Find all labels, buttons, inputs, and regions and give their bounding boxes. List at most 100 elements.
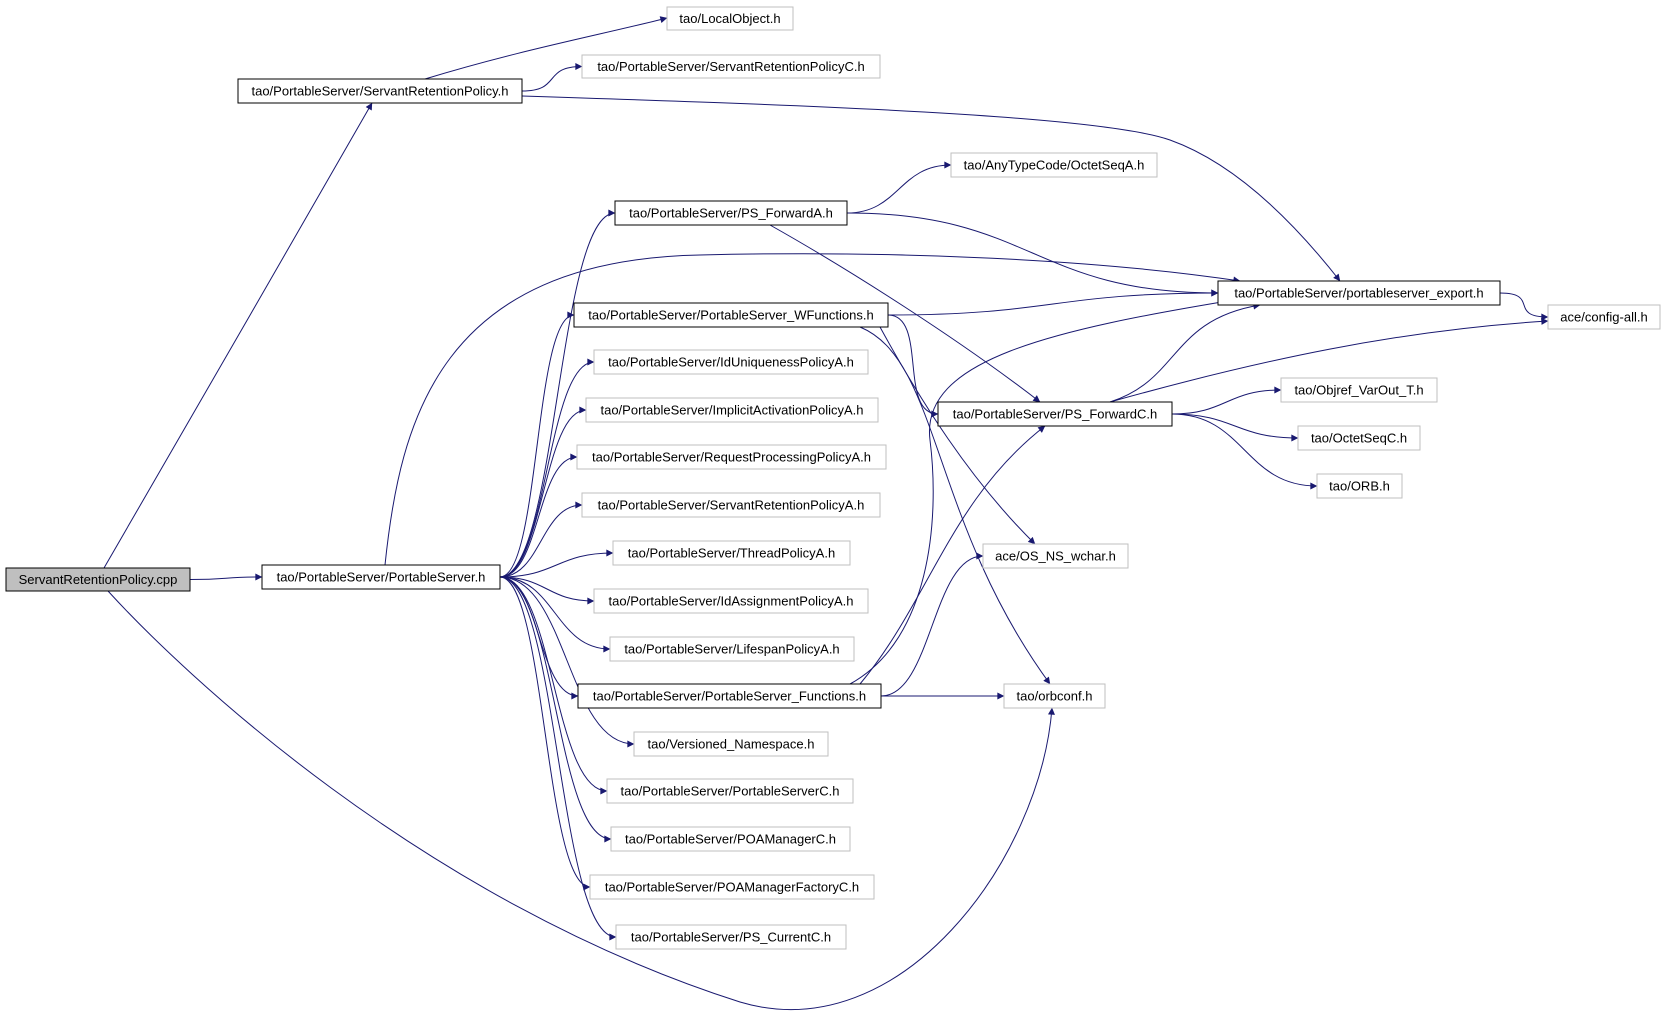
node-versioned[interactable]: tao/Versioned_Namespace.h [633, 731, 829, 757]
edge-psfc-to-orb [1171, 413, 1318, 490]
node-psfun[interactable]: tao/PortableServer/PortableServer_Functi… [577, 683, 882, 709]
node-osns[interactable]: ace/OS_NS_wchar.h [982, 543, 1129, 569]
edge-ps_h-to-pswf [499, 311, 575, 578]
node-poamgr[interactable]: tao/PortableServer/POAManagerC.h [610, 826, 851, 852]
node-label-lifespan: tao/PortableServer/LifespanPolicyA.h [624, 642, 839, 657]
node-label-orbconf: tao/orbconf.h [1017, 689, 1093, 704]
edge-ps_h-to-poamgr [499, 576, 612, 843]
edge-psfc-to-objref [1171, 386, 1282, 415]
edge-ps_h-to-poamgrf [499, 576, 591, 891]
node-label-poamgr: tao/PortableServer/POAManagerC.h [625, 832, 836, 847]
node-orbconf[interactable]: tao/orbconf.h [1003, 683, 1106, 709]
edge-psfc-to-configall [1109, 317, 1549, 403]
node-box-srpa [581, 492, 881, 518]
node-psfa[interactable]: tao/PortableServer/PS_ForwardA.h [614, 200, 848, 226]
node-ps_export[interactable]: tao/PortableServer/portableserver_export… [1217, 280, 1501, 306]
node-label-ps_export: tao/PortableServer/portableserver_export… [1234, 286, 1483, 301]
node-box-psfun [577, 683, 882, 709]
node-iduniq[interactable]: tao/PortableServer/IdUniquenessPolicyA.h [593, 349, 869, 375]
node-configall[interactable]: ace/config-all.h [1547, 304, 1661, 330]
edge-ps_h-to-thread [499, 549, 614, 578]
node-idassign[interactable]: tao/PortableServer/IdAssignmentPolicyA.h [593, 588, 869, 614]
edge-ps_h-to-reqproc [499, 453, 578, 578]
node-box-srpc [581, 54, 881, 79]
edge-psfun-to-psfc [859, 425, 1046, 685]
edge-psfc-to-octetseqc [1171, 413, 1299, 442]
node-label-configall: ace/config-all.h [1560, 310, 1647, 325]
node-box-psc [606, 778, 854, 804]
node-box-thread [612, 540, 851, 566]
node-label-srpa: tao/PortableServer/ServantRetentionPolic… [598, 498, 865, 513]
node-box-reqproc [576, 444, 887, 470]
edge-ps_h-to-iduniq [499, 358, 595, 578]
node-box-orbconf [1003, 683, 1106, 709]
node-box-lifespan [609, 636, 855, 662]
edge-ps_h-to-pscur [499, 576, 617, 941]
edge-psfa-to-octetseqa [846, 161, 952, 214]
node-box-poamgr [610, 826, 851, 852]
node-implact[interactable]: tao/PortableServer/ImplicitActivationPol… [585, 397, 879, 423]
node-box-srp_h [237, 78, 523, 104]
node-ps_h[interactable]: tao/PortableServer/PortableServer.h [261, 564, 501, 590]
node-box-ps_export [1217, 280, 1501, 306]
node-box-src [5, 567, 191, 592]
edge-ps_h-to-implact [499, 406, 587, 578]
node-label-psfc: tao/PortableServer/PS_ForwardC.h [953, 407, 1157, 422]
edge-src-to-ps_h [189, 573, 263, 581]
edge-srp_h-to-ps_export [521, 95, 1341, 282]
node-label-psfa: tao/PortableServer/PS_ForwardA.h [629, 206, 833, 221]
node-label-srp_h: tao/PortableServer/ServantRetentionPolic… [251, 84, 508, 99]
edge-srp_h-to-localobj [424, 16, 668, 80]
node-poamgrf[interactable]: tao/PortableServer/POAManagerFactoryC.h [589, 874, 875, 900]
node-psfc[interactable]: tao/PortableServer/PS_ForwardC.h [937, 401, 1173, 427]
node-objref[interactable]: tao/Objref_VarOut_T.h [1280, 377, 1438, 403]
edge-psfc-to-ps_export [1109, 302, 1261, 403]
node-label-pscur: tao/PortableServer/PS_CurrentC.h [631, 930, 831, 945]
node-label-ps_h: tao/PortableServer/PortableServer.h [277, 570, 486, 585]
edge-src-to-srp_h [103, 102, 373, 569]
node-lifespan[interactable]: tao/PortableServer/LifespanPolicyA.h [609, 636, 855, 662]
node-box-octetseqa [950, 152, 1158, 178]
node-box-implact [585, 397, 879, 423]
node-label-localobj: tao/LocalObject.h [679, 11, 780, 26]
node-src: ServantRetentionPolicy.cpp [5, 567, 191, 592]
node-orb[interactable]: tao/ORB.h [1316, 473, 1403, 499]
edge-psfa-to-psfc [769, 224, 1041, 403]
nodes-layer: ServantRetentionPolicy.cpp tao/PortableSe… [5, 6, 1661, 950]
node-label-pswf: tao/PortableServer/PortableServer_WFunct… [588, 308, 873, 323]
node-label-psfun: tao/PortableServer/PortableServer_Functi… [593, 689, 866, 704]
node-label-implact: tao/PortableServer/ImplicitActivationPol… [600, 403, 863, 418]
node-label-versioned: tao/Versioned_Namespace.h [648, 737, 815, 752]
edge-psfa-to-ps_export [846, 212, 1219, 297]
node-box-poamgrf [589, 874, 875, 900]
node-box-pswf [573, 302, 889, 328]
node-srpa[interactable]: tao/PortableServer/ServantRetentionPolic… [581, 492, 881, 518]
node-pscur[interactable]: tao/PortableServer/PS_CurrentC.h [615, 924, 847, 950]
node-box-psfc [937, 401, 1173, 427]
edge-ps_export-to-configall [1499, 292, 1549, 321]
node-box-iduniq [593, 349, 869, 375]
node-label-srpc: tao/PortableServer/ServantRetentionPolic… [597, 59, 864, 74]
node-label-thread: tao/PortableServer/ThreadPolicyA.h [628, 546, 835, 561]
node-octetseqc[interactable]: tao/OctetSeqC.h [1297, 425, 1421, 451]
edge-pswf-to-orbconf [859, 326, 1051, 685]
node-label-octetseqc: tao/OctetSeqC.h [1311, 431, 1407, 446]
node-reqproc[interactable]: tao/PortableServer/RequestProcessingPoli… [576, 444, 887, 470]
node-box-pscur [615, 924, 847, 950]
node-label-orb: tao/ORB.h [1329, 479, 1390, 494]
node-label-src: ServantRetentionPolicy.cpp [19, 572, 178, 587]
node-localobj[interactable]: tao/LocalObject.h [666, 6, 794, 31]
node-box-configall [1547, 304, 1661, 330]
node-srpc[interactable]: tao/PortableServer/ServantRetentionPolic… [581, 54, 881, 79]
edge-psfun-to-osns [880, 552, 984, 697]
node-srp_h[interactable]: tao/PortableServer/ServantRetentionPolic… [237, 78, 523, 104]
node-label-osns: ace/OS_NS_wchar.h [995, 549, 1116, 564]
node-pswf[interactable]: tao/PortableServer/PortableServer_WFunct… [573, 302, 889, 328]
node-box-versioned [633, 731, 829, 757]
node-thread[interactable]: tao/PortableServer/ThreadPolicyA.h [612, 540, 851, 566]
node-box-localobj [666, 6, 794, 31]
node-label-psc: tao/PortableServer/PortableServerC.h [621, 784, 840, 799]
node-octetseqa[interactable]: tao/AnyTypeCode/OctetSeqA.h [950, 152, 1158, 178]
node-box-orb [1316, 473, 1403, 499]
node-psc[interactable]: tao/PortableServer/PortableServerC.h [606, 778, 854, 804]
